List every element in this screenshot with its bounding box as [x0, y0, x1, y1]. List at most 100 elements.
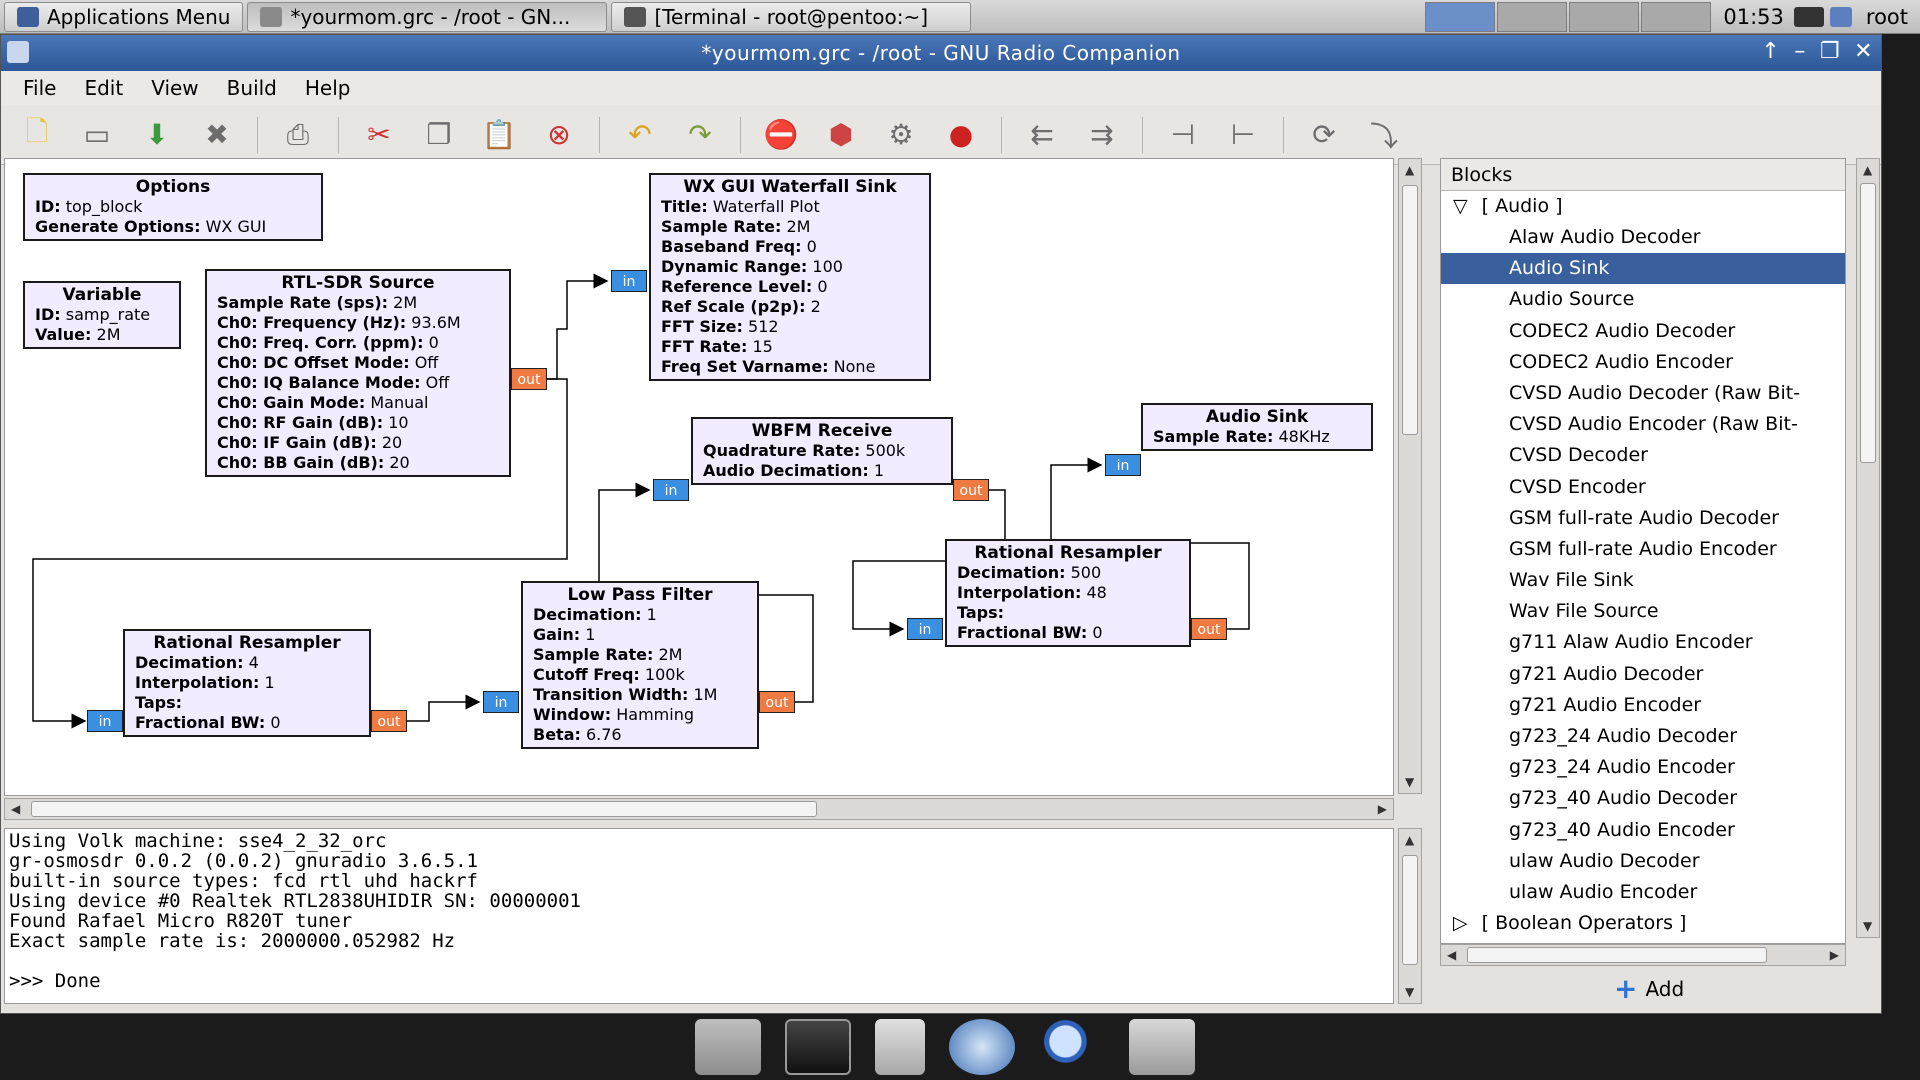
- canvas-horizontal-scrollbar[interactable]: ◀ ▶: [4, 798, 1394, 820]
- tree-item[interactable]: g723_40 Audio Encoder: [1509, 818, 1735, 841]
- scroll-down-icon[interactable]: ▼: [1405, 775, 1415, 789]
- tree-item[interactable]: CVSD Decoder: [1509, 444, 1648, 467]
- scroll-thumb[interactable]: [31, 801, 817, 817]
- window-menu-icon[interactable]: [7, 41, 29, 63]
- new-icon[interactable]: 🗋: [25, 114, 49, 148]
- tree-item[interactable]: CVSD Audio Encoder (Raw Bit-: [1509, 413, 1798, 436]
- tree-item[interactable]: ulaw Audio Encoder: [1509, 880, 1698, 903]
- menu-help[interactable]: Help: [304, 76, 351, 100]
- collapsed-triangle-icon[interactable]: ▷: [1453, 912, 1468, 935]
- workspace-4[interactable]: [1641, 2, 1712, 32]
- tree-item[interactable]: CODEC2 Audio Decoder: [1509, 319, 1736, 342]
- block-waterfall-sink[interactable]: WX GUI Waterfall Sink Title: Waterfall P…: [649, 173, 931, 381]
- cut-icon[interactable]: ✂: [367, 118, 391, 151]
- tree-item[interactable]: Wav File Sink: [1509, 569, 1634, 592]
- task-button-grc[interactable]: *yourmom.grc - /root - GN...: [247, 1, 608, 32]
- search-icon[interactable]: [1039, 1019, 1105, 1075]
- enable-icon[interactable]: ⊣: [1170, 118, 1196, 151]
- port-in-lpf[interactable]: in: [483, 691, 519, 713]
- port-out-lpf[interactable]: out: [759, 691, 795, 713]
- blocks-vertical-scrollbar[interactable]: ▲ ▼: [1856, 158, 1880, 938]
- tree-item-selected[interactable]: Audio Sink: [1441, 253, 1845, 285]
- block-audio-sink[interactable]: Audio Sink Sample Rate: 48KHz: [1141, 403, 1373, 451]
- tree-item[interactable]: Wav File Source: [1509, 600, 1659, 623]
- block-variable[interactable]: Variable ID: samp_rate Value: 2M: [23, 281, 181, 349]
- volume-icon[interactable]: [1829, 7, 1852, 27]
- file-manager-icon[interactable]: [875, 1019, 925, 1075]
- home-folder-icon[interactable]: [695, 1019, 761, 1075]
- close-flowgraph-icon[interactable]: ✖: [205, 118, 229, 151]
- port-out-resampler-2[interactable]: out: [1191, 618, 1227, 640]
- port-in-audio-sink[interactable]: in: [1105, 454, 1141, 476]
- close-icon[interactable]: ✕: [1854, 39, 1873, 64]
- scroll-right-icon[interactable]: ▶: [1377, 802, 1387, 816]
- user-label[interactable]: root: [1865, 5, 1908, 29]
- block-options[interactable]: Options ID: top_block Generate Options: …: [23, 173, 323, 241]
- scroll-down-icon[interactable]: ▼: [1405, 985, 1415, 999]
- errors-icon[interactable]: ⛔: [763, 118, 799, 151]
- shade-icon[interactable]: ↑: [1761, 39, 1781, 64]
- tree-item[interactable]: CVSD Audio Decoder (Raw Bit-: [1509, 381, 1801, 404]
- console-output[interactable]: Using Volk machine: sse4_2_32_orc gr-osm…: [4, 828, 1394, 1004]
- expanded-triangle-icon[interactable]: ▽: [1453, 195, 1468, 217]
- scroll-left-icon[interactable]: ◀: [11, 802, 21, 816]
- network-icon[interactable]: [1793, 7, 1824, 27]
- menu-edit[interactable]: Edit: [84, 76, 124, 100]
- copy-icon[interactable]: ❐: [426, 118, 452, 151]
- scroll-up-icon[interactable]: ▲: [1405, 163, 1415, 177]
- blocks-header[interactable]: Blocks: [1441, 159, 1845, 191]
- tree-item[interactable]: g723_24 Audio Decoder: [1509, 725, 1738, 747]
- tree-item[interactable]: g723_40 Audio Decoder: [1509, 787, 1738, 810]
- workspace-1[interactable]: [1425, 2, 1496, 32]
- port-in-wbfm[interactable]: in: [653, 479, 689, 501]
- tree-item[interactable]: GSM full-rate Audio Encoder: [1509, 537, 1777, 560]
- paste-icon[interactable]: 📋: [481, 118, 517, 151]
- web-browser-icon[interactable]: [949, 1019, 1015, 1075]
- scroll-thumb[interactable]: [1860, 183, 1876, 463]
- undo-icon[interactable]: ↶: [628, 118, 652, 151]
- kill-icon[interactable]: ●: [948, 118, 974, 151]
- execute-icon[interactable]: ⚙: [888, 118, 914, 151]
- scroll-thumb[interactable]: [1402, 185, 1418, 435]
- menu-build[interactable]: Build: [226, 76, 277, 100]
- scroll-thumb[interactable]: [1467, 947, 1767, 963]
- scroll-right-icon[interactable]: ▶: [1829, 948, 1839, 962]
- tree-item[interactable]: g721 Audio Decoder: [1509, 662, 1704, 685]
- applications-menu-button[interactable]: Applications Menu: [4, 1, 244, 32]
- port-out-rtl[interactable]: out: [511, 368, 547, 390]
- task-button-terminal[interactable]: [Terminal - root@pentoo:~]: [611, 1, 972, 32]
- block-low-pass-filter[interactable]: Low Pass Filter Decimation: 1 Gain: 1 Sa…: [521, 581, 759, 749]
- menu-file[interactable]: File: [23, 76, 57, 100]
- add-block-button[interactable]: + Add: [1600, 972, 1698, 1006]
- tree-item[interactable]: CVSD Encoder: [1509, 475, 1646, 498]
- disable-icon[interactable]: ⊢: [1230, 118, 1256, 151]
- scroll-left-icon[interactable]: ◀: [1447, 948, 1457, 962]
- scroll-thumb[interactable]: [1402, 855, 1418, 965]
- tree-item[interactable]: Audio Source: [1509, 288, 1635, 311]
- generate-icon[interactable]: ⬢: [828, 118, 854, 151]
- port-in-resampler-1[interactable]: in: [87, 710, 123, 732]
- tree-category-boolean[interactable]: ▷ [ Boolean Operators ]: [1441, 908, 1845, 939]
- port-in-resampler-2[interactable]: in: [907, 618, 943, 640]
- canvas-vertical-scrollbar[interactable]: ▲ ▼: [1398, 158, 1422, 794]
- tree-item[interactable]: GSM full-rate Audio Decoder: [1509, 506, 1779, 529]
- open-icon[interactable]: ▭: [83, 118, 111, 151]
- block-rational-resampler-1[interactable]: Rational Resampler Decimation: 4 Interpo…: [123, 629, 371, 737]
- terminal-icon[interactable]: [785, 1019, 851, 1075]
- tree-item[interactable]: Alaw Audio Decoder: [1509, 226, 1701, 248]
- port-out-wbfm[interactable]: out: [953, 479, 989, 501]
- console-vertical-scrollbar[interactable]: ▲ ▼: [1398, 828, 1422, 1004]
- tree-item[interactable]: ulaw Audio Decoder: [1509, 849, 1700, 872]
- clock[interactable]: 01:53: [1723, 5, 1784, 29]
- scroll-up-icon[interactable]: ▲: [1863, 163, 1873, 177]
- tree-item[interactable]: CODEC2 Audio Encoder: [1509, 350, 1733, 373]
- tree-item[interactable]: g723_24 Audio Encoder: [1509, 756, 1735, 779]
- find-icon[interactable]: ⤵: [1369, 119, 1398, 153]
- flowgraph-canvas[interactable]: Options ID: top_block Generate Options: …: [4, 158, 1394, 796]
- block-rtl-sdr-source[interactable]: RTL-SDR Source Sample Rate (sps): 2M Ch0…: [205, 269, 511, 477]
- block-rational-resampler-2[interactable]: Rational Resampler Decimation: 500 Inter…: [945, 539, 1191, 647]
- rotate-ccw-icon[interactable]: ⇇: [1030, 118, 1054, 151]
- maximize-icon[interactable]: ❐: [1819, 39, 1841, 64]
- minimize-icon[interactable]: –: [1794, 39, 1806, 64]
- menu-view[interactable]: View: [151, 76, 199, 100]
